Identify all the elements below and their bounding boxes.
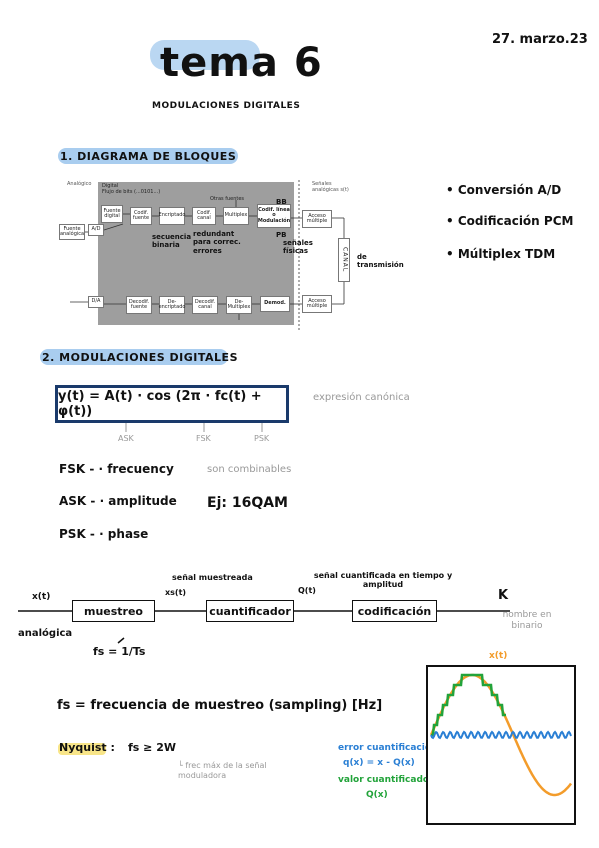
ann-transmision: de transmisión <box>357 253 404 270</box>
valor-equation: Q(x) <box>366 790 388 800</box>
da-block: D/A <box>88 296 104 308</box>
acceso-rx-block: Acceso múltiple <box>302 295 332 313</box>
nyquist-equation: fs ≥ 2W <box>128 741 176 754</box>
date: 27. marzo.23 <box>492 32 588 47</box>
bullet-2: • Codificación PCM <box>446 214 574 228</box>
cod-canal-block: Codif. canal <box>192 207 216 225</box>
chain-input: x(t) <box>32 592 51 602</box>
fs-definition: fs = 1/Ts <box>93 645 146 658</box>
cod-fuente-block: Codif. fuente <box>130 207 152 225</box>
ann-fisicas: señales físicas <box>283 239 313 256</box>
quant-var: Q(t) <box>298 586 316 595</box>
label-fsk: FSK <box>196 434 211 443</box>
demultiplex-block: De-Multiplex <box>226 296 252 314</box>
other-sources: Otras fuentes <box>210 196 245 202</box>
nyquist-label: Nyquist : <box>59 741 115 754</box>
chain-input-note: analógica <box>18 628 73 639</box>
combinable-note: son combinables <box>207 464 292 475</box>
chain-output: K <box>498 588 509 603</box>
fs-full: fs = frecuencia de muestreo (sampling) [… <box>57 698 383 713</box>
bullet-3: • Múltiplex TDM <box>446 247 556 261</box>
multiplex-block: Multiplex <box>223 207 249 225</box>
canal-block: CANAL <box>338 238 350 282</box>
quantized-curve <box>431 673 506 737</box>
decod-canal-block: Decodif. canal <box>192 296 218 314</box>
section1-heading: 1. DIAGRAMA DE BLOQUES <box>60 150 237 163</box>
section2-highlight <box>40 349 228 365</box>
label-ask: ASK <box>118 434 134 443</box>
mod-psk: PSK - · phase <box>59 527 149 541</box>
quantization-plot <box>426 665 576 825</box>
nyquist-note: └ frec máx de la señal moduladora <box>178 761 267 781</box>
formula-note: expresión canónica <box>313 392 410 403</box>
page-title: tema 6 <box>160 40 323 86</box>
decod-fuente-block: Decodif. fuente <box>126 296 152 314</box>
digital-source-block: Fuente digital <box>101 205 123 223</box>
section2-heading: 2. MODULACIONES DIGITALES <box>42 351 238 364</box>
plot-label: x(t) <box>489 651 508 661</box>
section1-highlight <box>58 148 238 164</box>
error-curve <box>430 730 572 740</box>
quant-label: señal cuantificada en tiempo y amplitud <box>313 571 453 589</box>
mod-ask: ASK - · amplitude <box>59 494 177 508</box>
ann-secuencia: secuencia binaria <box>152 233 192 250</box>
ad-block: A/D <box>88 224 104 236</box>
desencriptado-block: De-encriptado <box>159 296 185 314</box>
page-subtitle: MODULACIONES DIGITALES <box>152 101 301 111</box>
zone-digital-sub: Flujo de bits (...0101...) <box>102 189 161 195</box>
zone-analog-right: Señales analógicas s(t) <box>312 181 349 193</box>
chain-output-note: nombre en binario <box>502 610 552 631</box>
example-16qam: Ej: 16QAM <box>207 495 288 511</box>
sampled-label: señal muestreada <box>172 573 253 582</box>
cod-linea-block: Codif. línea o Modulación <box>257 204 291 228</box>
ann-bb: BB <box>276 198 287 206</box>
title-highlight <box>150 40 260 70</box>
encriptado-block: Encriptado <box>159 207 185 225</box>
codificacion-block: codificación <box>352 600 437 622</box>
valor-label: valor cuantificado <box>338 775 430 785</box>
label-psk: PSK <box>254 434 270 443</box>
nyquist-highlight <box>58 743 106 755</box>
canal-label: CANAL <box>341 247 349 273</box>
mod-fsk: FSK - · frecuency <box>59 462 174 476</box>
cuantificador-block: cuantificador <box>206 600 294 622</box>
ann-redundant: redundant para correc. errores <box>193 230 241 255</box>
acceso-tx-block: Acceso múltiple <box>302 210 332 228</box>
error-equation: q(x) = x - Q(x) <box>343 758 415 768</box>
zone-digital: Digital <box>102 183 119 189</box>
bullet-1: • Conversión A/D <box>446 183 562 197</box>
sampled-var: xs(t) <box>165 588 187 597</box>
demod-block: Demod. <box>260 296 290 312</box>
canonical-formula: y(t) = A(t) · cos (2π · fc(t) + φ(t)) <box>55 385 289 423</box>
ann-pb: PB <box>276 231 287 239</box>
zone-analog-left: Analógico <box>67 181 92 187</box>
source-block: Fuente analógica <box>59 224 85 240</box>
muestreo-block: muestreo <box>72 600 155 622</box>
error-label: error cuantificación <box>338 743 438 753</box>
